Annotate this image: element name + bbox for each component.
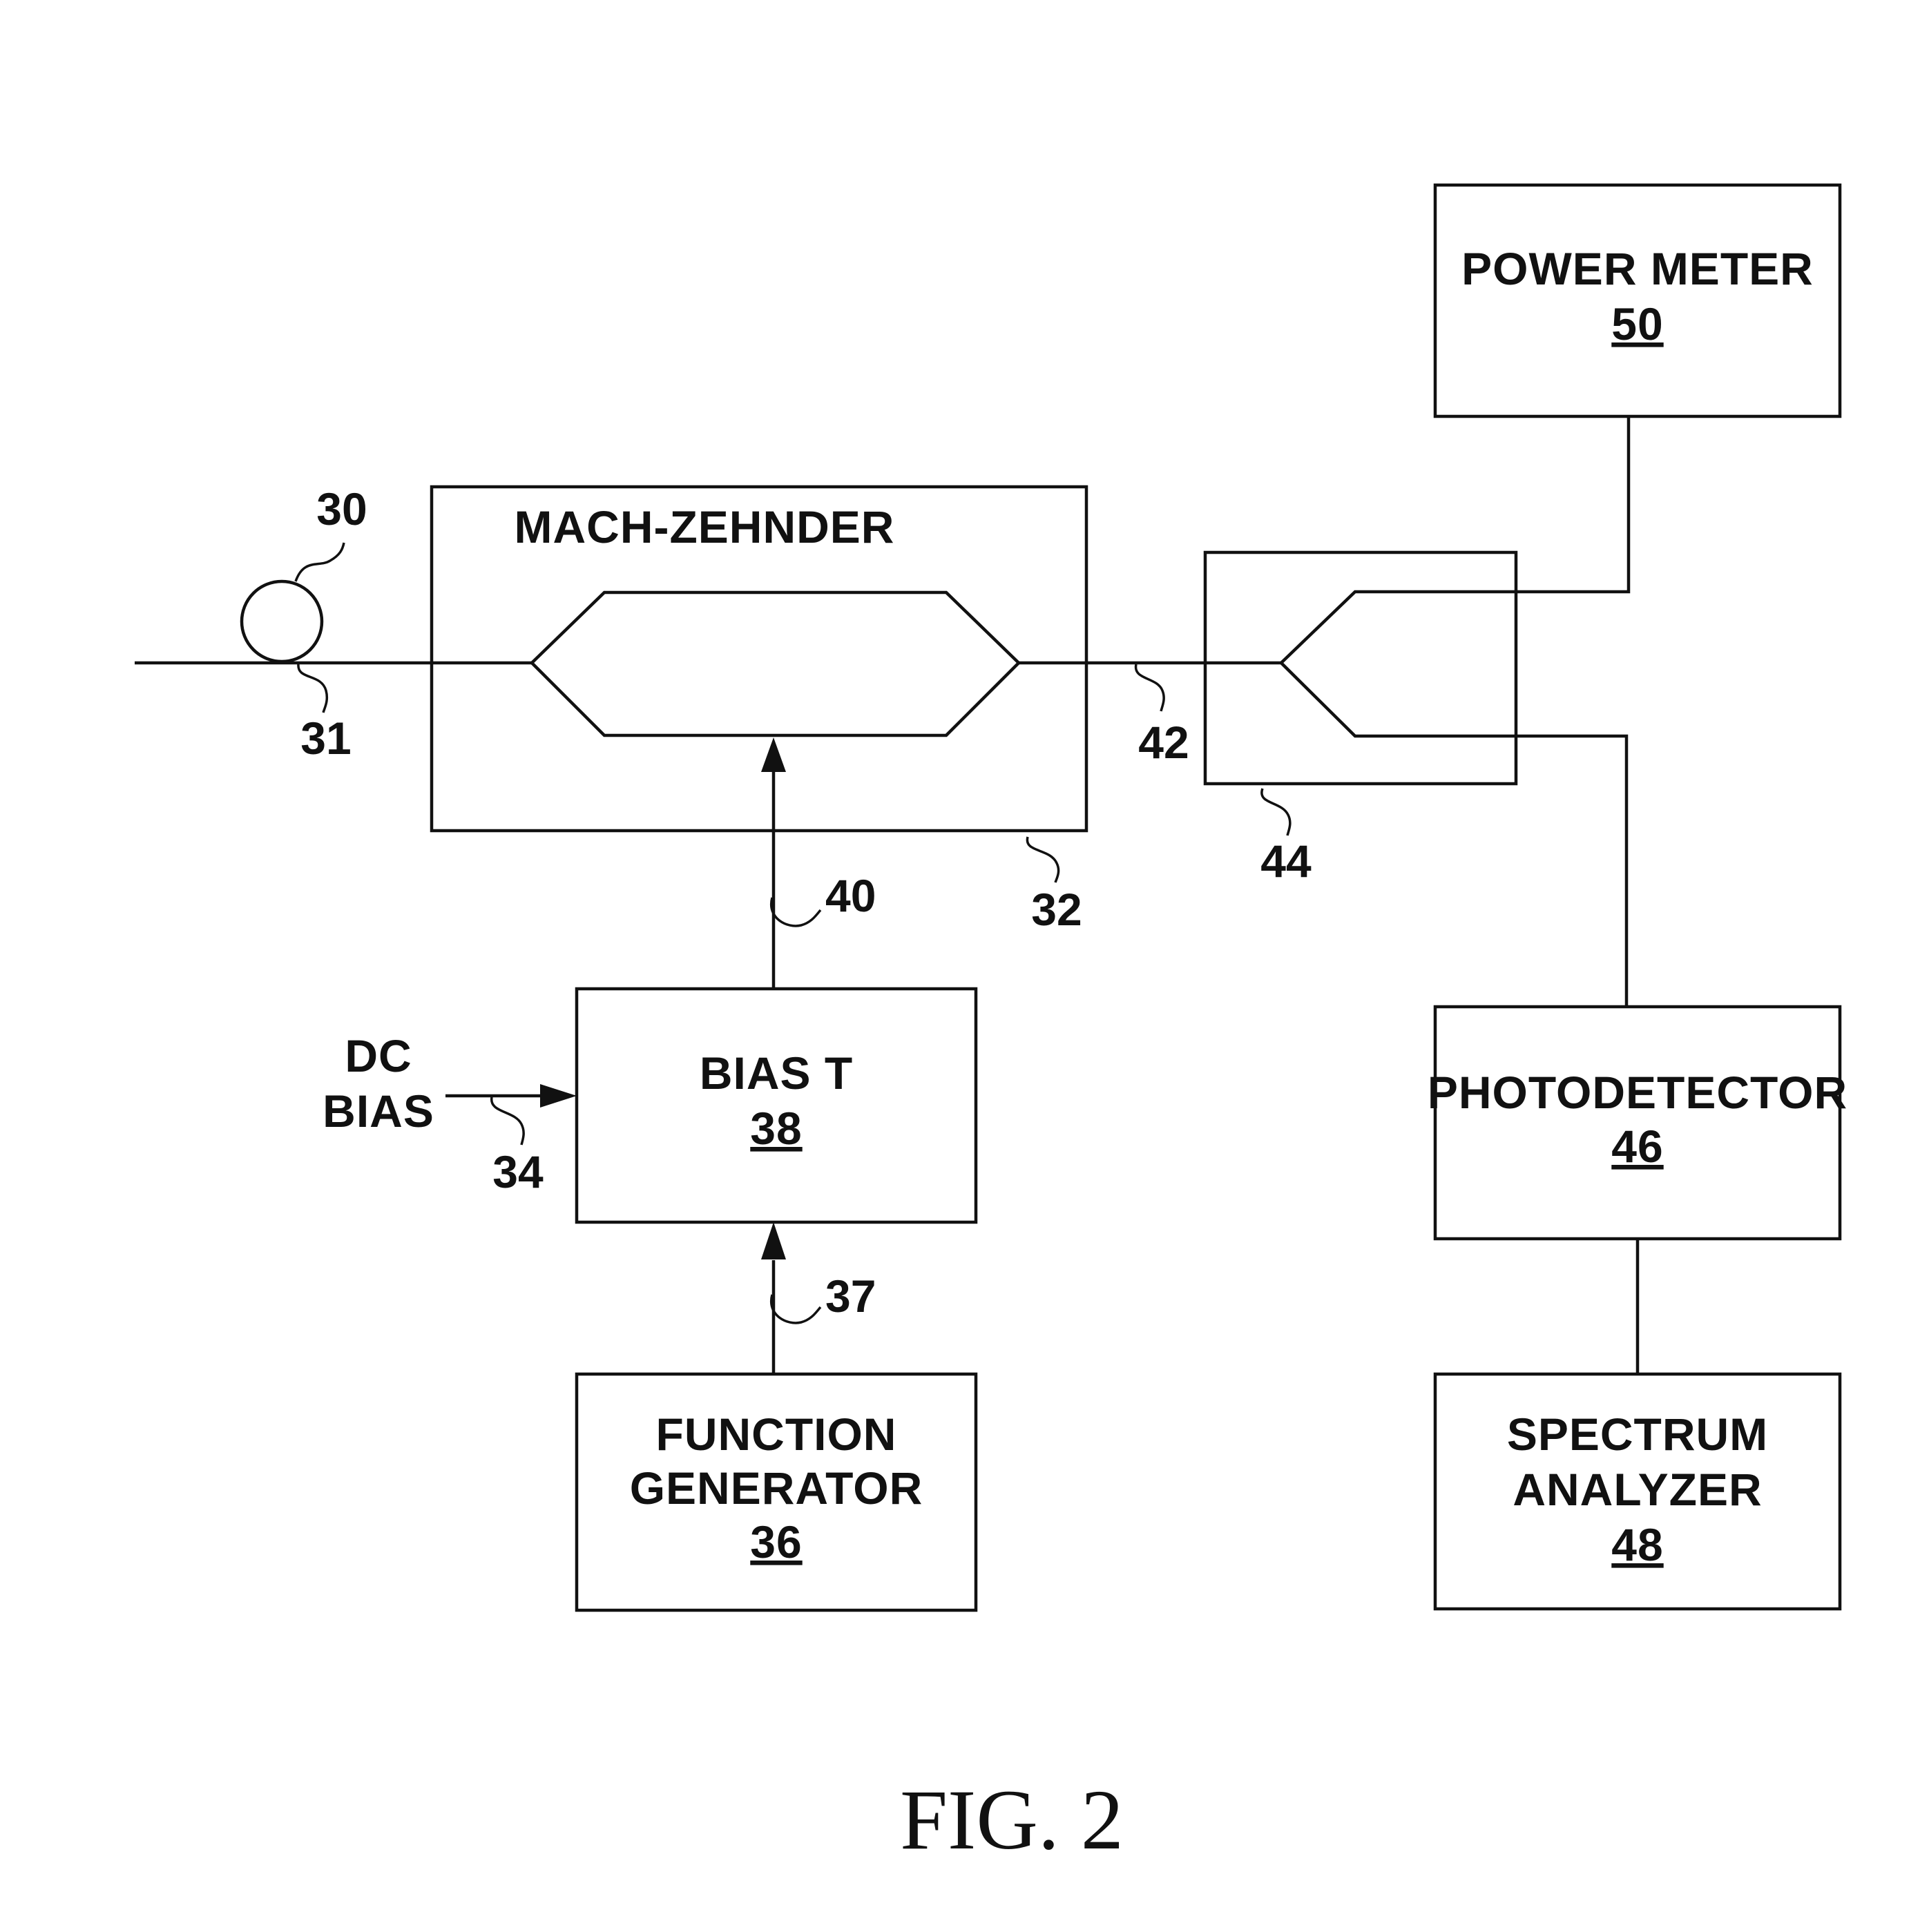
input-fiber-leader [298,664,327,713]
ref-30: 30 [316,483,367,534]
function-generator-number: 36 [750,1516,802,1567]
coupler-branches [1281,592,1523,736]
power-meter-label: POWER METER [1461,243,1814,294]
drive-line-leader [771,898,820,926]
dc-bias-arrowhead [540,1084,577,1108]
ref-40: 40 [825,870,876,921]
coupler-box [1205,552,1516,784]
laser-source-symbol [242,581,322,661]
spectrum-analyzer-label-1: SPECTRUM [1507,1409,1768,1460]
laser-source-leader [296,543,344,581]
interferometer-arms [532,592,1019,735]
photodetector-connection [1523,736,1626,1007]
ref-42: 42 [1138,717,1189,768]
bias-t-number: 38 [750,1103,802,1154]
photodetector-number: 46 [1611,1121,1663,1172]
ref-37: 37 [825,1271,876,1322]
ref-32: 32 [1031,884,1082,935]
generator-arrowhead [761,1222,786,1259]
modulator-leader [1027,837,1058,882]
ref-34: 34 [492,1146,544,1197]
ref-44: 44 [1260,835,1312,887]
figure-caption: FIG. 2 [900,1772,1124,1867]
dc-bias-label-1: DC [345,1030,412,1081]
ref-31: 31 [300,713,351,764]
bias-t-label: BIAS T [700,1047,853,1099]
power-meter-number: 50 [1611,298,1663,349]
generator-line-leader [771,1295,820,1323]
function-generator-label-2: GENERATOR [630,1462,923,1514]
function-generator-label-1: FUNCTION [656,1409,897,1460]
spectrum-analyzer-label-2: ANALYZER [1513,1464,1762,1515]
drive-arrowhead [761,737,786,772]
output-fiber-leader [1136,664,1164,711]
photodetector-label: PHOTODETECTOR [1428,1067,1848,1118]
coupler-leader [1262,789,1290,835]
mach-zehnder-label: MACH-ZEHNDER [515,501,895,552]
spectrum-analyzer-number: 48 [1611,1519,1663,1570]
dc-bias-label-2: BIAS [323,1085,434,1137]
dc-bias-leader [492,1097,524,1145]
power-meter-connection [1523,416,1629,592]
